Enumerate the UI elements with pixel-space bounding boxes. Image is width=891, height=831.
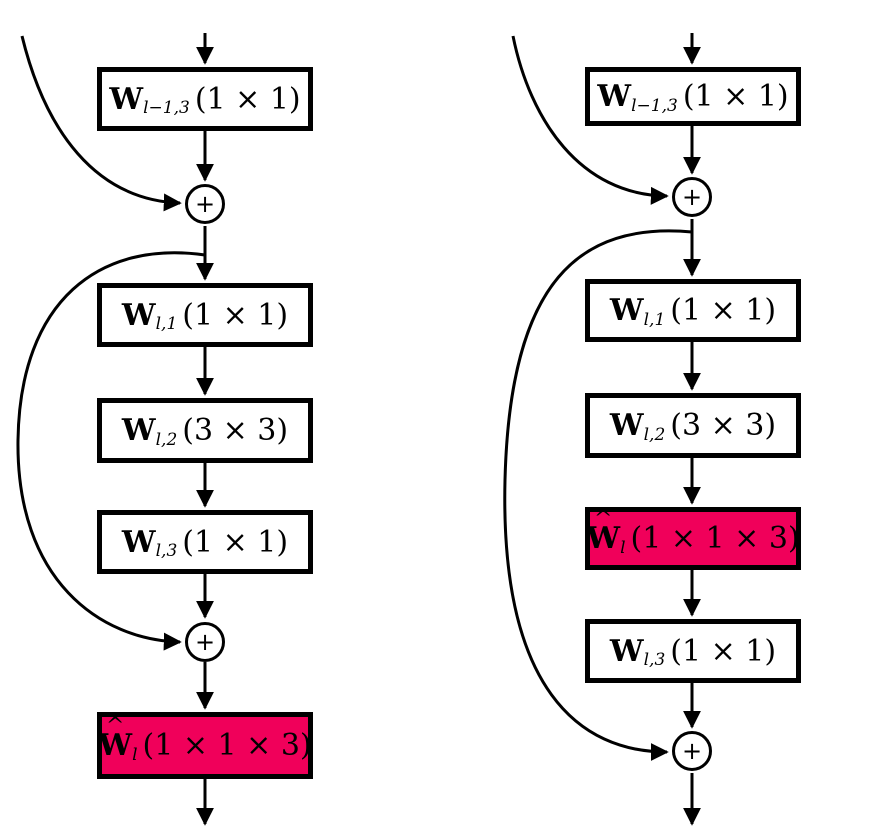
kernel-size: (3 × 3) (670, 408, 777, 443)
weight-symbol: W (609, 293, 644, 328)
kernel-size: (1 × 1) (682, 79, 789, 114)
weight-symbol: ^W (586, 507, 621, 556)
weight-subscript: l−1,3 (631, 95, 678, 116)
weight-symbol: W (121, 413, 156, 448)
right-skip-2 (503, 229, 693, 761)
kernel-size: (3 × 3) (182, 413, 289, 448)
hat-accent: ^ (594, 507, 613, 532)
weight-symbol: W (609, 633, 644, 669)
hat-accent: ^ (106, 714, 125, 739)
weight-subscript: l−1,3 (143, 98, 190, 118)
weight-subscript: l,1 (643, 309, 666, 330)
weight-symbol: W (121, 297, 156, 333)
weight-letter: W (98, 728, 133, 763)
weight-subscript: l,3 (643, 650, 666, 670)
kernel-size: (1 × 1) (670, 293, 777, 328)
left-skip-1 (20, 35, 182, 212)
weight-subscript: l (132, 744, 138, 765)
weight-subscript: l,2 (155, 429, 178, 450)
weight-subscript: l,1 (155, 314, 178, 334)
weight-subscript: l,3 (155, 541, 178, 561)
weight-symbol: W (597, 79, 632, 114)
kernel-size: (1 × 1) (670, 633, 777, 669)
weight-symbol: ^W (98, 714, 133, 763)
weight-symbol: W (121, 524, 156, 560)
right-sum-node-2: + (672, 731, 712, 771)
right-skip-1 (511, 35, 669, 205)
left-sum-node-2: + (185, 622, 225, 662)
kernel-size: (1 × 1) (182, 524, 289, 560)
kernel-size: (1 × 1 × 3) (630, 521, 800, 556)
right-sum-node-1: + (672, 177, 712, 217)
kernel-size: (1 × 1) (182, 297, 289, 333)
left-skip-2 (16, 251, 206, 651)
weight-subscript: l,2 (643, 424, 666, 445)
left-sum-node-1: + (185, 184, 225, 224)
weight-subscript: l (620, 537, 626, 558)
weight-symbol: W (109, 81, 144, 117)
kernel-size: (1 × 1) (194, 81, 301, 117)
kernel-size: (1 × 1 × 3) (142, 728, 312, 763)
weight-letter: W (586, 521, 621, 556)
weight-symbol: W (609, 408, 644, 443)
